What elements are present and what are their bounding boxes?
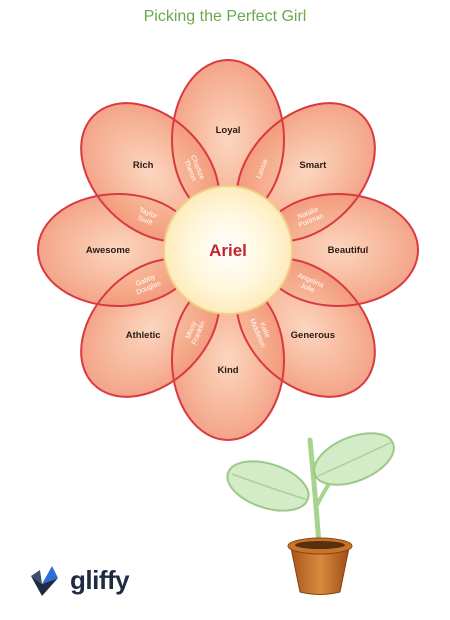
petal-label: Smart <box>299 160 327 171</box>
gliffy-logo-icon <box>31 566 58 596</box>
petal-label: Loyal <box>216 125 241 136</box>
center-label: Ariel <box>209 241 247 260</box>
gliffy-logo: gliffy <box>28 560 130 600</box>
petal-label: Kind <box>217 365 238 376</box>
logo-text: gliffy <box>70 564 130 595</box>
page-title: Picking the Perfect Girl <box>143 8 307 25</box>
petal-label: Rich <box>133 160 154 171</box>
plant <box>226 432 395 595</box>
leaf-left <box>226 460 310 512</box>
petal-label: Awesome <box>86 245 130 256</box>
flower-pot <box>287 537 353 595</box>
petal-label: Athletic <box>126 330 161 341</box>
petal-label: Beautiful <box>328 245 369 256</box>
flower-center: Ariel <box>163 185 293 315</box>
petal-label: Generous <box>291 330 335 341</box>
